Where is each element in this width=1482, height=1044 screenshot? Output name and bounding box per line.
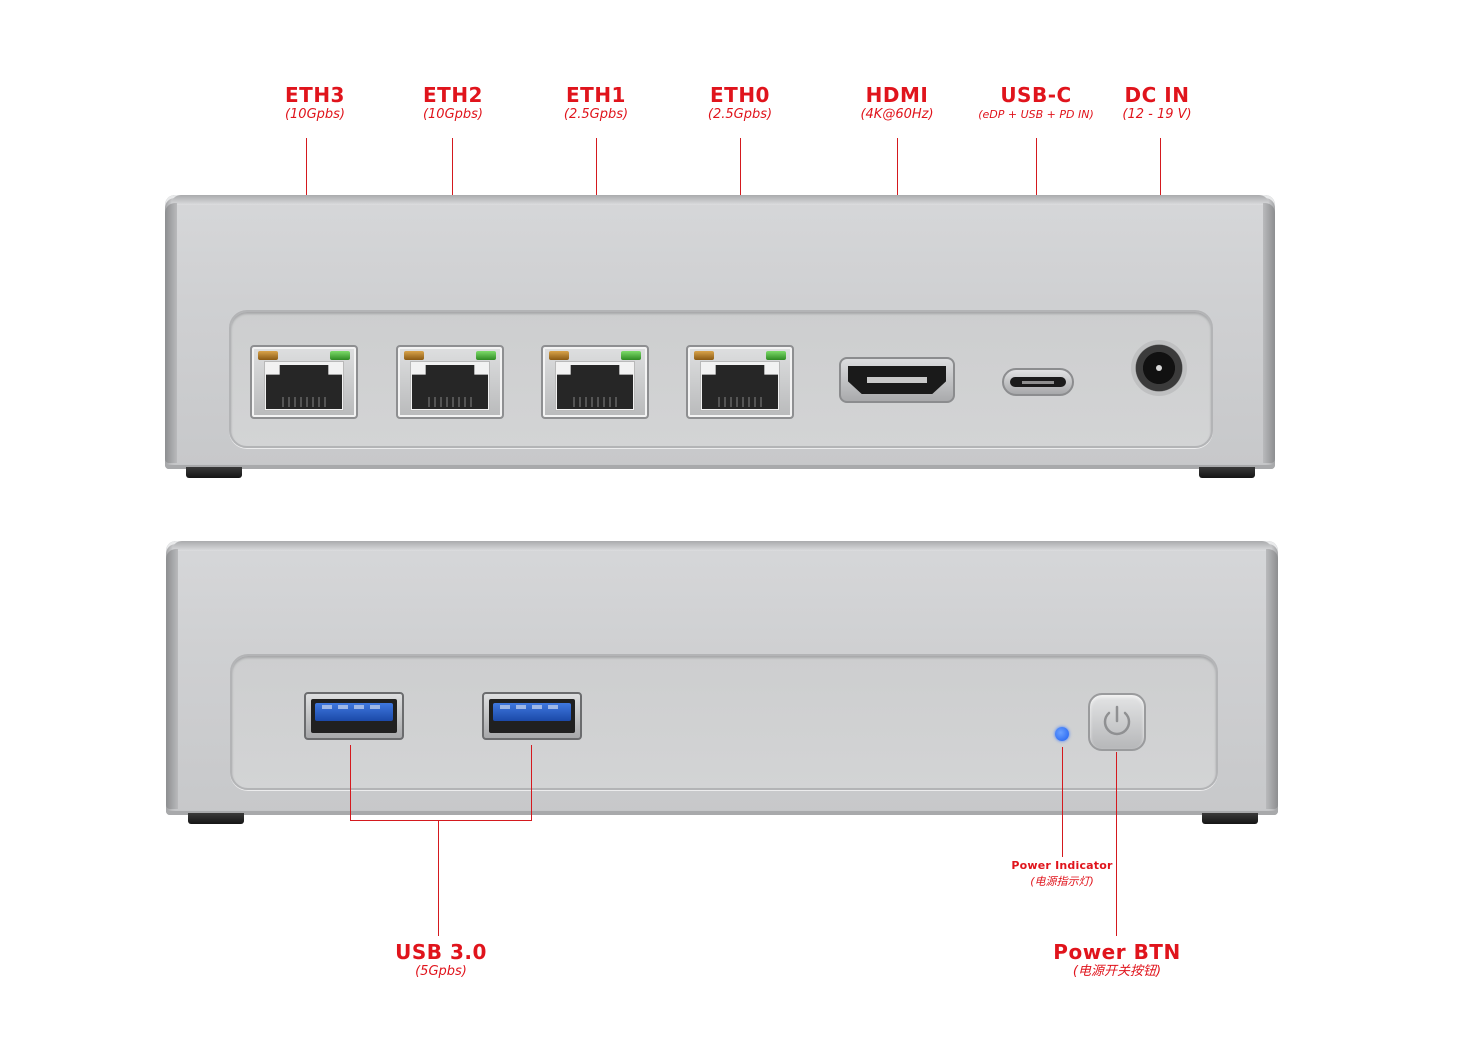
hdmi-port[interactable] [839, 357, 955, 403]
foot-rear-left [186, 467, 242, 478]
power-symbol-icon [1103, 705, 1131, 736]
callout-line-usb-stem [438, 820, 439, 936]
label-power-btn-name: Power BTN [1053, 940, 1181, 964]
eth3-port[interactable] [250, 345, 358, 419]
activity-led-icon [476, 351, 496, 360]
label-eth3-name: ETH3 [285, 83, 345, 107]
label-eth2-name: ETH2 [423, 83, 483, 107]
usb-contacts [322, 705, 386, 709]
label-eth0-spec: (2.5Gpbs) [707, 107, 773, 122]
link-led-icon [404, 351, 424, 360]
callout-line-usb-2 [531, 745, 532, 821]
foot-front-right [1202, 813, 1258, 824]
link-led-icon [549, 351, 569, 360]
callout-line-usb-bar [350, 820, 532, 821]
foot-rear-right [1199, 467, 1255, 478]
label-hdmi: HDMI (4K@60Hz) [832, 84, 962, 124]
usb-3-port-2[interactable] [482, 692, 582, 740]
label-usb3-name: USB 3.0 [395, 940, 487, 964]
jack-pins [278, 397, 330, 407]
dc-jack-icon [1156, 365, 1162, 371]
label-dcin: DC IN (12 - 19 V) [1102, 84, 1212, 124]
label-power-btn: Power BTN (电源开关按钮) [1036, 941, 1198, 981]
chassis-top-edge [172, 541, 1272, 551]
label-eth3: ETH3 (10Gpbs) [250, 84, 380, 124]
label-dcin-name: DC IN [1124, 83, 1190, 107]
label-eth1-name: ETH1 [566, 83, 626, 107]
callout-line-indicator [1062, 747, 1063, 857]
label-eth0: ETH0 (2.5Gpbs) [675, 84, 805, 124]
label-eth1-spec: (2.5Gpbs) [563, 107, 629, 122]
hdmi-tongue [867, 377, 927, 383]
label-eth2-spec: (10Gpbs) [422, 107, 484, 122]
link-led-icon [258, 351, 278, 360]
power-indicator-led [1055, 727, 1069, 741]
label-eth2: ETH2 (10Gpbs) [388, 84, 518, 124]
jack-pins [424, 397, 476, 407]
activity-led-icon [766, 351, 786, 360]
label-usbc-spec: (eDP + USB + PD IN) [978, 108, 1094, 121]
usb-c-port[interactable] [1002, 368, 1074, 396]
eth2-port[interactable] [396, 345, 504, 419]
usb-3-port-1[interactable] [304, 692, 404, 740]
label-power-indicator-name: Power Indicator [1011, 859, 1113, 872]
label-power-btn-spec: (电源开关按钮) [1072, 964, 1162, 979]
label-hdmi-name: HDMI [865, 83, 929, 107]
label-eth0-name: ETH0 [710, 83, 770, 107]
label-eth3-spec: (10Gpbs) [284, 107, 346, 122]
chassis-left-cap [165, 203, 177, 463]
eth0-port[interactable] [686, 345, 794, 419]
label-usbc: USB-C (eDP + USB + PD IN) [956, 84, 1116, 124]
usb-contacts [500, 705, 564, 709]
usb-c-tongue [1022, 381, 1054, 384]
label-power-indicator: Power Indicator (电源指示灯) [997, 858, 1127, 890]
chassis-top-edge [171, 195, 1269, 205]
activity-led-icon [330, 351, 350, 360]
power-button[interactable] [1088, 693, 1146, 751]
jack-pins [714, 397, 766, 407]
callout-line-usb-1 [350, 745, 351, 821]
jack-pins [569, 397, 621, 407]
eth1-port[interactable] [541, 345, 649, 419]
callout-line-power-btn [1116, 752, 1117, 936]
link-led-icon [694, 351, 714, 360]
foot-front-left [188, 813, 244, 824]
chassis-right-cap [1263, 203, 1275, 463]
label-usb3-spec: (5Gpbs) [415, 964, 467, 979]
chassis-right-cap [1266, 549, 1278, 809]
label-hdmi-spec: (4K@60Hz) [860, 107, 934, 122]
device-front-view [166, 541, 1278, 815]
chassis-left-cap [166, 549, 178, 809]
activity-led-icon [621, 351, 641, 360]
label-eth1: ETH1 (2.5Gpbs) [531, 84, 661, 124]
label-dcin-spec: (12 - 19 V) [1122, 107, 1192, 122]
label-usb3: USB 3.0 (5Gpbs) [366, 941, 516, 981]
label-usbc-name: USB-C [1000, 83, 1072, 107]
dc-in-port[interactable] [1131, 340, 1187, 396]
label-power-indicator-spec: (电源指示灯) [1030, 875, 1094, 888]
device-rear-view [165, 195, 1275, 469]
